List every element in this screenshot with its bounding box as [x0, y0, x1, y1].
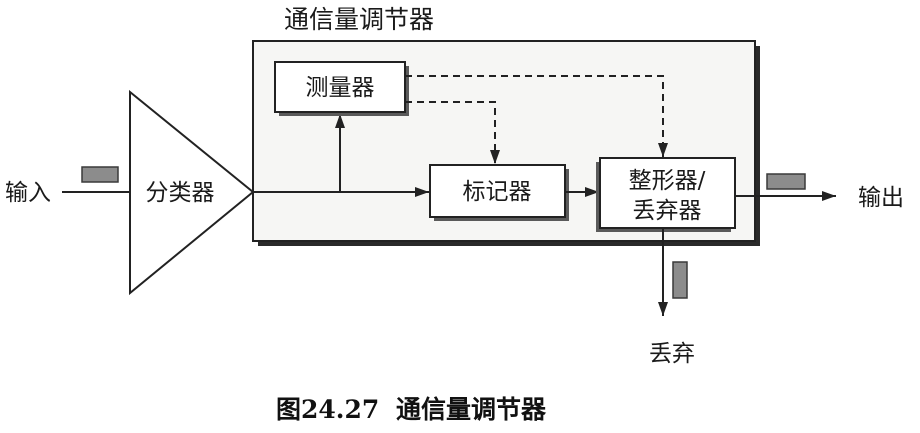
drop-label: 丢弃	[649, 341, 695, 367]
figure-number: 图24.27	[276, 395, 379, 424]
input-packet	[81, 166, 119, 183]
dropper-label: 丢弃器	[633, 198, 702, 224]
shaper-label: 整形器/	[629, 168, 706, 194]
classifier-label: 分类器	[146, 180, 215, 206]
meter-to-shaper-dashed-arrow	[405, 75, 668, 157]
input-label: 输入	[5, 180, 51, 206]
dropped-packet	[672, 261, 688, 299]
figure-caption: 通信量调节器	[396, 395, 547, 424]
meter-label: 测量器	[306, 75, 375, 101]
meter-to-marker-dashed-arrow	[405, 101, 500, 164]
meter-box	[274, 61, 406, 113]
shaper-dropper-box	[599, 157, 736, 229]
marker-label: 标记器	[463, 179, 532, 205]
output-packet	[766, 173, 806, 190]
classifier-triangle	[129, 89, 255, 296]
marker-box	[429, 164, 566, 218]
output-label: 输出	[858, 185, 904, 211]
conditioner-title: 通信量调节器	[284, 5, 434, 34]
